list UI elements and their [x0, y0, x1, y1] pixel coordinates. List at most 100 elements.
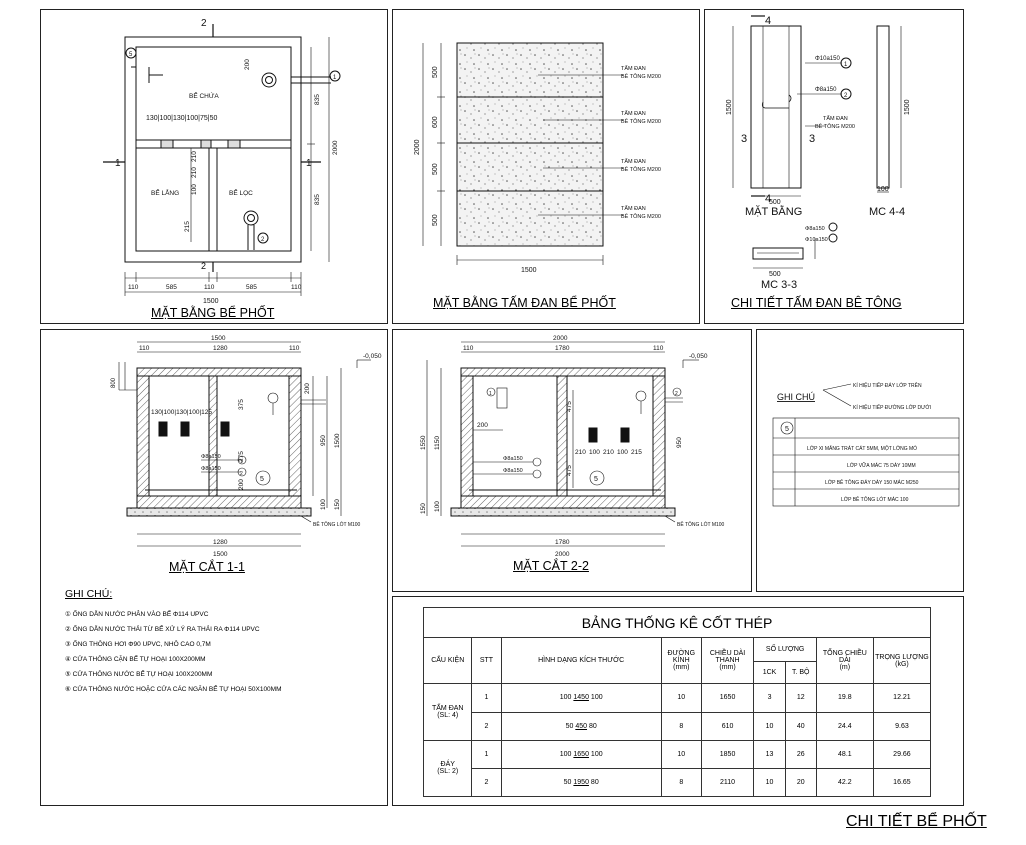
slab-dim-bottom: 1500 [521, 267, 537, 274]
s2-dim-i4: 100 [617, 449, 628, 456]
detail-callout-mc33-2 [828, 222, 838, 232]
s2-dim-110b: 110 [653, 345, 664, 352]
panel-section2: 2000 1780 110 110 -0,050 1550 1150 100 1… [392, 329, 752, 592]
note-item-2: ② ỐNG DẪN NƯỚC THẢI TỪ BỂ XỬ LÝ RA THẢI … [65, 626, 260, 633]
row-4-ck: 10 [753, 767, 786, 798]
table-row: 2 50 1950 80 8 2110 10 20 42.2 16.65 [424, 767, 932, 798]
detail-tamdan1: TẤM ĐAN [823, 115, 848, 122]
row-4-d: 8 [660, 767, 702, 798]
row-4-stt: 2 [471, 767, 502, 798]
plan-room-main: BỂ CHỨA [189, 91, 219, 100]
plan-inner-wall [135, 46, 292, 252]
s1-dim-1500: 1500 [334, 433, 341, 448]
th-so-luong: SỐ LƯỢNG [753, 637, 817, 663]
slab-label-1a: TẤM ĐAN [621, 65, 646, 72]
plan-label-top: 2 [201, 18, 207, 29]
note-item-1-text: ỐNG DẪN NƯỚC PHÂN VÀO BỂ Φ114 UPVC [72, 611, 209, 618]
detail-dim-500b: 500 [769, 271, 781, 278]
row-3-ck: 13 [753, 739, 786, 769]
th-tong-chieu-dai: TỔNG CHIỀU DÀI(m) [815, 637, 874, 685]
row-1-shape: 100 1450 100 [500, 683, 662, 713]
row-3-d: 10 [660, 739, 702, 769]
group-1: TẤM ĐAN(SL: 4) [422, 683, 473, 741]
detail-mc44 [876, 25, 890, 189]
s1-c2: 2 [240, 471, 243, 477]
detail-dim-500a: 500 [769, 199, 781, 206]
detail-c2: 2 [844, 93, 848, 99]
plan-label-bottom: 2 [201, 261, 206, 271]
plan-callout-2 [257, 232, 269, 244]
plan-dim-r-total: 2000 [332, 140, 339, 155]
s1-dim-110a: 110 [139, 345, 150, 352]
th-duong-kinh-label: ĐƯỜNG KÍNH [667, 650, 696, 665]
s1-base [136, 495, 302, 509]
s1-dim-150: 150 [334, 499, 341, 510]
legend-layer-1: LỚP XI MĂNG TRÁT CÁT 5MM, MỘT LỚNG MÓ [807, 445, 917, 452]
th-duong-kinh-unit: (mm) [673, 664, 690, 672]
row-4-shape-a: 50 [563, 778, 572, 786]
row-3-shape-c: 100 [590, 750, 603, 758]
th-tong-label: TỔNG CHIỀU DÀI [822, 650, 867, 665]
notes-heading: GHI CHÚ: [65, 588, 113, 600]
s2-dim-i3: 210 [603, 449, 614, 456]
s1-dim-top-total: 1500 [211, 335, 226, 342]
s2-dim-bottom-inner: 1780 [555, 539, 570, 546]
note-item-5-text: CỬA THÔNG NƯỚC BỂ TỰ HOẠI 100X200MM [72, 671, 213, 678]
note-item-5: ⑤ CỬA THÔNG NƯỚC BỂ TỰ HOẠI 100X200MM [65, 671, 213, 678]
s1-wall-right [288, 375, 302, 497]
slab-label-2a: TẤM ĐAN [621, 110, 646, 117]
section1-title: MẶT CẮT 1-1 [169, 560, 245, 574]
th-trong-label: TRỌNG LƯỢNG [875, 653, 929, 661]
s2-dim-1150: 1150 [434, 436, 441, 450]
detail-mc33-rebar1: Φ10a150 [805, 237, 828, 243]
slab-label-1b: BÊ TÔNG M200 [621, 72, 661, 80]
th-cau-kien: CẤU KIỆN [422, 637, 473, 685]
panel-section1: 1500 1280 110 110 -0,050 130|100|130|100… [40, 329, 388, 806]
legend-symbol-circle [780, 421, 794, 435]
plan-dim-inner-row: 130|100|130|100|75|50 [146, 115, 217, 122]
legend-layer-4: LỚP BÊ TÔNG LÓT MÁC 100 [841, 495, 909, 503]
s1-dim-bottom-total: 1280 [213, 539, 228, 546]
detail-callout-mc33-1 [828, 233, 838, 243]
panel-plan: BỂ CHỨA BỂ LẮNG BỂ LỌC 130|100|130|100|7… [40, 9, 388, 324]
detail-num3a: 3 [741, 133, 747, 145]
row-2-shape-c: 80 [588, 722, 597, 730]
row-2-shape-a: 50 [565, 722, 574, 730]
row-1-tb: 12 [784, 683, 817, 713]
s1-dim-top-inner: 1280 [213, 345, 228, 352]
slab-label-3b: BÊ TÔNG M200 [621, 165, 661, 173]
panel-table: BẢNG THỐNG KÊ CỐT THÉP CẤU KIỆN STT HÌNH… [392, 596, 964, 806]
s1-dim-950: 950 [320, 435, 327, 446]
detail-mc33-label: MC 3-3 [761, 279, 797, 291]
s2-wall-right [652, 375, 666, 497]
th-trong-luong: TRỌNG LƯỢNG(kG) [872, 637, 932, 685]
detail-dim-100: 100 [877, 186, 889, 193]
row-1-shape-a: 100 [559, 694, 572, 702]
legend-layer-3: LỚP BÊ TÔNG ĐÁY DÀY 150 MÁC M250 [825, 478, 919, 486]
s2-dim-110a: 110 [463, 345, 474, 352]
s2-c2: 2 [675, 391, 678, 397]
row-1-total: 19.8 [815, 683, 874, 713]
pipe-outlet-circle [261, 72, 277, 88]
row-3-len: 1850 [700, 739, 755, 769]
s2-base [460, 495, 666, 509]
th-trong-unit: (kG) [895, 660, 909, 668]
table-row: 2 50 450 80 8 610 10 40 24.4 9.63 [424, 711, 932, 741]
s2-rebar2: Φ8a150 [503, 468, 523, 474]
row-2-total: 24.4 [815, 711, 874, 741]
row-2-d: 8 [660, 711, 702, 741]
s1-elev: -0,050 [363, 353, 382, 360]
plan-dim-col-4: 215 [184, 221, 191, 232]
plan-callout-1 [329, 70, 341, 82]
s1-rebar1: Φ8a150 [201, 454, 221, 460]
plan-dim-r1: 835 [314, 94, 321, 105]
s1-pipe-left: 800 [111, 377, 117, 388]
detail-num3b: 3 [809, 133, 815, 145]
slab-panel-4 [456, 190, 604, 247]
th-duong-kinh: ĐƯỜNG KÍNH(mm) [660, 637, 702, 685]
note-item-4: ④ CỬA THÔNG CẶN BỂ TỰ HOẠI 100X200MM [65, 656, 206, 663]
s2-dim-475a: 475 [566, 401, 573, 412]
detail-title: CHI TIẾT TẤM ĐAN BÊ TÔNG [731, 296, 902, 310]
th-tong-unit: (m) [839, 664, 851, 672]
legend-symbol: 5 [785, 426, 789, 433]
